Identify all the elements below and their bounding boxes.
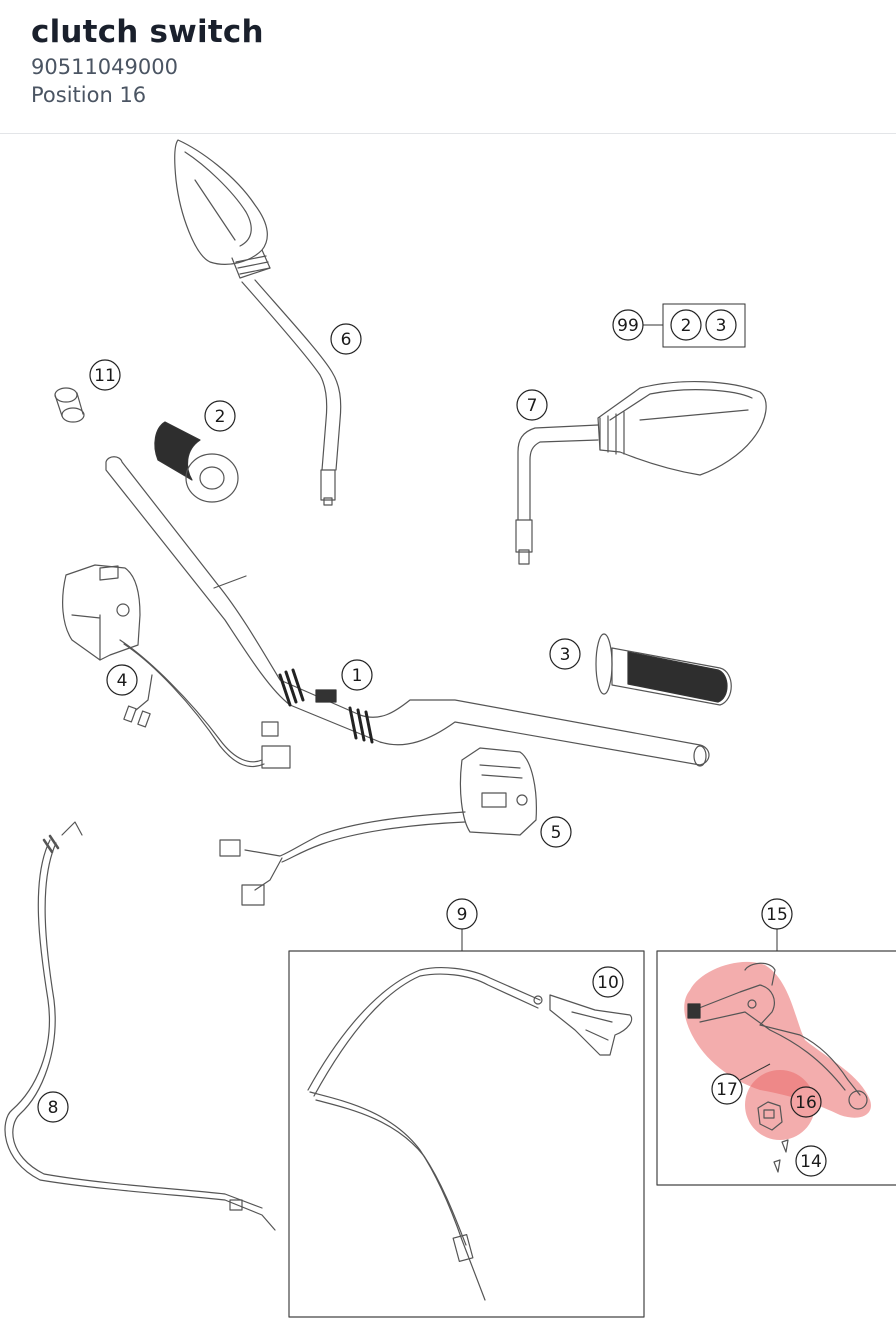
svg-text:8: 8: [48, 1098, 59, 1118]
svg-text:14: 14: [800, 1152, 822, 1172]
callout-2[interactable]: 2: [204, 400, 236, 432]
callout-99[interactable]: 99: [612, 309, 644, 341]
svg-text:9: 9: [457, 905, 468, 925]
callout-99-sub-3[interactable]: 3: [705, 309, 737, 341]
svg-text:17: 17: [716, 1080, 738, 1100]
svg-text:6: 6: [341, 330, 352, 350]
part-15-clutch-lever-group[interactable]: [656, 950, 896, 1186]
svg-text:11: 11: [94, 366, 116, 386]
position-label: Position 16: [31, 83, 147, 107]
callout-11[interactable]: 11: [89, 359, 121, 391]
part-7-right-mirror[interactable]: [515, 381, 767, 565]
part-1-handlebar[interactable]: [105, 456, 710, 767]
svg-text:3: 3: [716, 316, 727, 336]
callout-14[interactable]: 14: [795, 1145, 827, 1177]
svg-text:15: 15: [766, 905, 788, 925]
svg-text:4: 4: [117, 671, 128, 691]
callout-5[interactable]: 5: [540, 816, 572, 848]
part-9-clutch-cable-group[interactable]: [288, 950, 645, 1318]
callout-4[interactable]: 4: [106, 664, 138, 696]
svg-text:2: 2: [681, 316, 692, 336]
callout-8[interactable]: 8: [37, 1091, 69, 1123]
part-2-left-grip[interactable]: [154, 421, 239, 503]
callout-3[interactable]: 3: [549, 638, 581, 670]
svg-text:16: 16: [795, 1093, 817, 1113]
svg-text:10: 10: [597, 973, 619, 993]
callout-10[interactable]: 10: [592, 966, 624, 998]
svg-text:7: 7: [527, 396, 538, 416]
part-number: 90511049000: [31, 55, 178, 79]
part-5-right-switch[interactable]: [219, 747, 537, 906]
svg-text:3: 3: [560, 645, 571, 665]
part-3-right-grip[interactable]: [595, 633, 732, 706]
part-8-cable[interactable]: [4, 821, 276, 1231]
svg-text:5: 5: [551, 823, 562, 843]
callout-16-highlighted[interactable]: 16: [790, 1086, 822, 1118]
exploded-parts-diagram: 1 2 3 4 5 6 7 8 9 10 11 14: [4, 139, 896, 1318]
callout-7[interactable]: 7: [516, 389, 548, 421]
part-10-cable-end[interactable]: [533, 994, 633, 1056]
callout-1[interactable]: 1: [341, 659, 373, 691]
svg-text:99: 99: [617, 316, 639, 336]
part-4-left-switch[interactable]: [62, 564, 291, 769]
callout-17[interactable]: 17: [711, 1073, 743, 1105]
part-11-sleeve[interactable]: [54, 387, 85, 423]
part-6-left-mirror[interactable]: [174, 139, 342, 506]
page-title: clutch switch: [31, 14, 264, 50]
callout-15[interactable]: 15: [761, 898, 793, 930]
callout-9[interactable]: 9: [446, 898, 478, 930]
svg-text:1: 1: [352, 666, 363, 686]
callout-6[interactable]: 6: [330, 323, 362, 355]
callout-99-sub-2[interactable]: 2: [670, 309, 702, 341]
page-header: clutch switch 90511049000 Position 16: [0, 0, 896, 134]
svg-text:2: 2: [215, 407, 226, 427]
